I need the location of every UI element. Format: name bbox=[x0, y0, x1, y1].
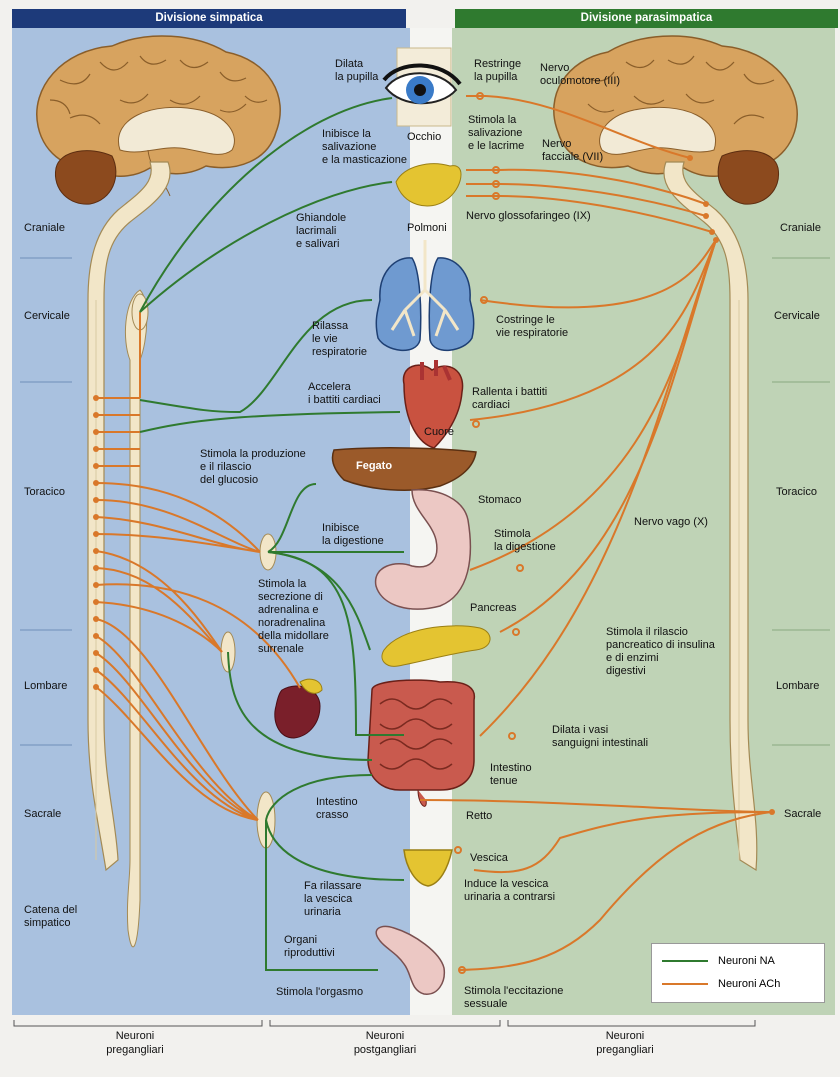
footer-right: Neuroni pregangliari bbox=[570, 1029, 680, 1057]
parasympathetic-header: Divisione parasimpatica bbox=[455, 9, 838, 28]
label-dilate-pupil: Dilata la pupilla bbox=[335, 58, 378, 84]
label-facial: Nervo facciale (VII) bbox=[542, 138, 603, 164]
label-relax-bladder: Fa rilassare la vescica urinaria bbox=[304, 880, 361, 919]
label-glucose: Stimola la produzione e il rilascio del … bbox=[200, 448, 306, 487]
label-liver: Fegato bbox=[356, 460, 392, 473]
legend-na: Neuroni NA bbox=[662, 954, 775, 968]
region-right-cranial: Craniale bbox=[780, 222, 821, 234]
label-orgasm: Stimola l'orgasmo bbox=[276, 986, 363, 999]
region-right-lumbar: Lombare bbox=[776, 680, 819, 692]
region-left-cranial: Craniale bbox=[24, 222, 65, 234]
label-accelerate-heart: Accelera i battiti cardiaci bbox=[308, 381, 381, 407]
sympathetic-header: Divisione simpatica bbox=[12, 9, 406, 28]
legend-na-swatch bbox=[662, 960, 708, 962]
label-stimulate-saliva: Stimola la salivazione e le lacrime bbox=[468, 114, 524, 153]
region-left-sacral: Sacrale bbox=[24, 808, 61, 820]
label-restrict-pupil: Restringe la pupilla bbox=[474, 58, 521, 84]
region-left-thoracic: Toracico bbox=[24, 486, 65, 498]
label-pancreas: Pancreas bbox=[470, 602, 516, 615]
label-chain: Catena del simpatico bbox=[24, 904, 77, 930]
label-bladder: Vescica bbox=[470, 852, 508, 865]
label-pancreatic: Stimola il rilascio pancreatico di insul… bbox=[606, 626, 715, 678]
label-vagus: Nervo vago (X) bbox=[634, 516, 708, 529]
region-left-lumbar: Lombare bbox=[24, 680, 67, 692]
label-stomach: Stomaco bbox=[478, 494, 521, 507]
label-glossopharyngeal: Nervo glossofaringeo (IX) bbox=[466, 210, 591, 223]
label-adrenal: Stimola la secrezione di adrenalina e no… bbox=[258, 578, 329, 656]
label-contract-bladder: Induce la vescica urinaria a contrarsi bbox=[464, 878, 555, 904]
label-arousal: Stimola l'eccitazione sessuale bbox=[464, 985, 563, 1011]
legend-na-label: Neuroni NA bbox=[718, 955, 775, 967]
label-relax-airways: Rilassa le vie respiratorie bbox=[312, 320, 367, 359]
label-slow-heart: Rallenta i battiti cardiaci bbox=[472, 386, 547, 412]
label-constrict-airways: Costringe le vie respiratorie bbox=[496, 314, 568, 340]
label-lungs: Polmoni bbox=[407, 222, 447, 235]
label-eye: Occhio bbox=[407, 131, 441, 144]
label-inhibit-digestion: Inibisce la digestione bbox=[322, 522, 384, 548]
label-inhibit-saliva: Inibisce la salivazione e la masticazion… bbox=[322, 128, 407, 167]
region-right-sacral: Sacrale bbox=[784, 808, 821, 820]
label-reproductive: Organi riproduttivi bbox=[284, 934, 335, 960]
label-rectum: Retto bbox=[466, 810, 492, 823]
footer-center: Neuroni postgangliari bbox=[330, 1029, 440, 1057]
label-dilate-vessels: Dilata i vasi sanguigni intestinali bbox=[552, 724, 648, 750]
region-left-cervical: Cervicale bbox=[24, 310, 70, 322]
label-stimulate-digestion: Stimola la digestione bbox=[494, 528, 556, 554]
legend-ach-label: Neuroni ACh bbox=[718, 978, 780, 990]
legend: Neuroni NA Neuroni ACh bbox=[651, 943, 825, 1003]
legend-ach-swatch bbox=[662, 983, 708, 985]
label-large-intestine: Intestino crasso bbox=[316, 796, 358, 822]
footer-left: Neuroni pregangliari bbox=[80, 1029, 190, 1057]
legend-ach: Neuroni ACh bbox=[662, 977, 780, 991]
label-oculomotor: Nervo oculomotore (III) bbox=[540, 62, 620, 88]
label-small-intestine: Intestino tenue bbox=[490, 762, 532, 788]
label-glands: Ghiandole lacrimali e salivari bbox=[296, 212, 346, 251]
label-heart: Cuore bbox=[424, 426, 454, 439]
region-right-thoracic: Toracico bbox=[776, 486, 817, 498]
region-right-cervical: Cervicale bbox=[774, 310, 820, 322]
